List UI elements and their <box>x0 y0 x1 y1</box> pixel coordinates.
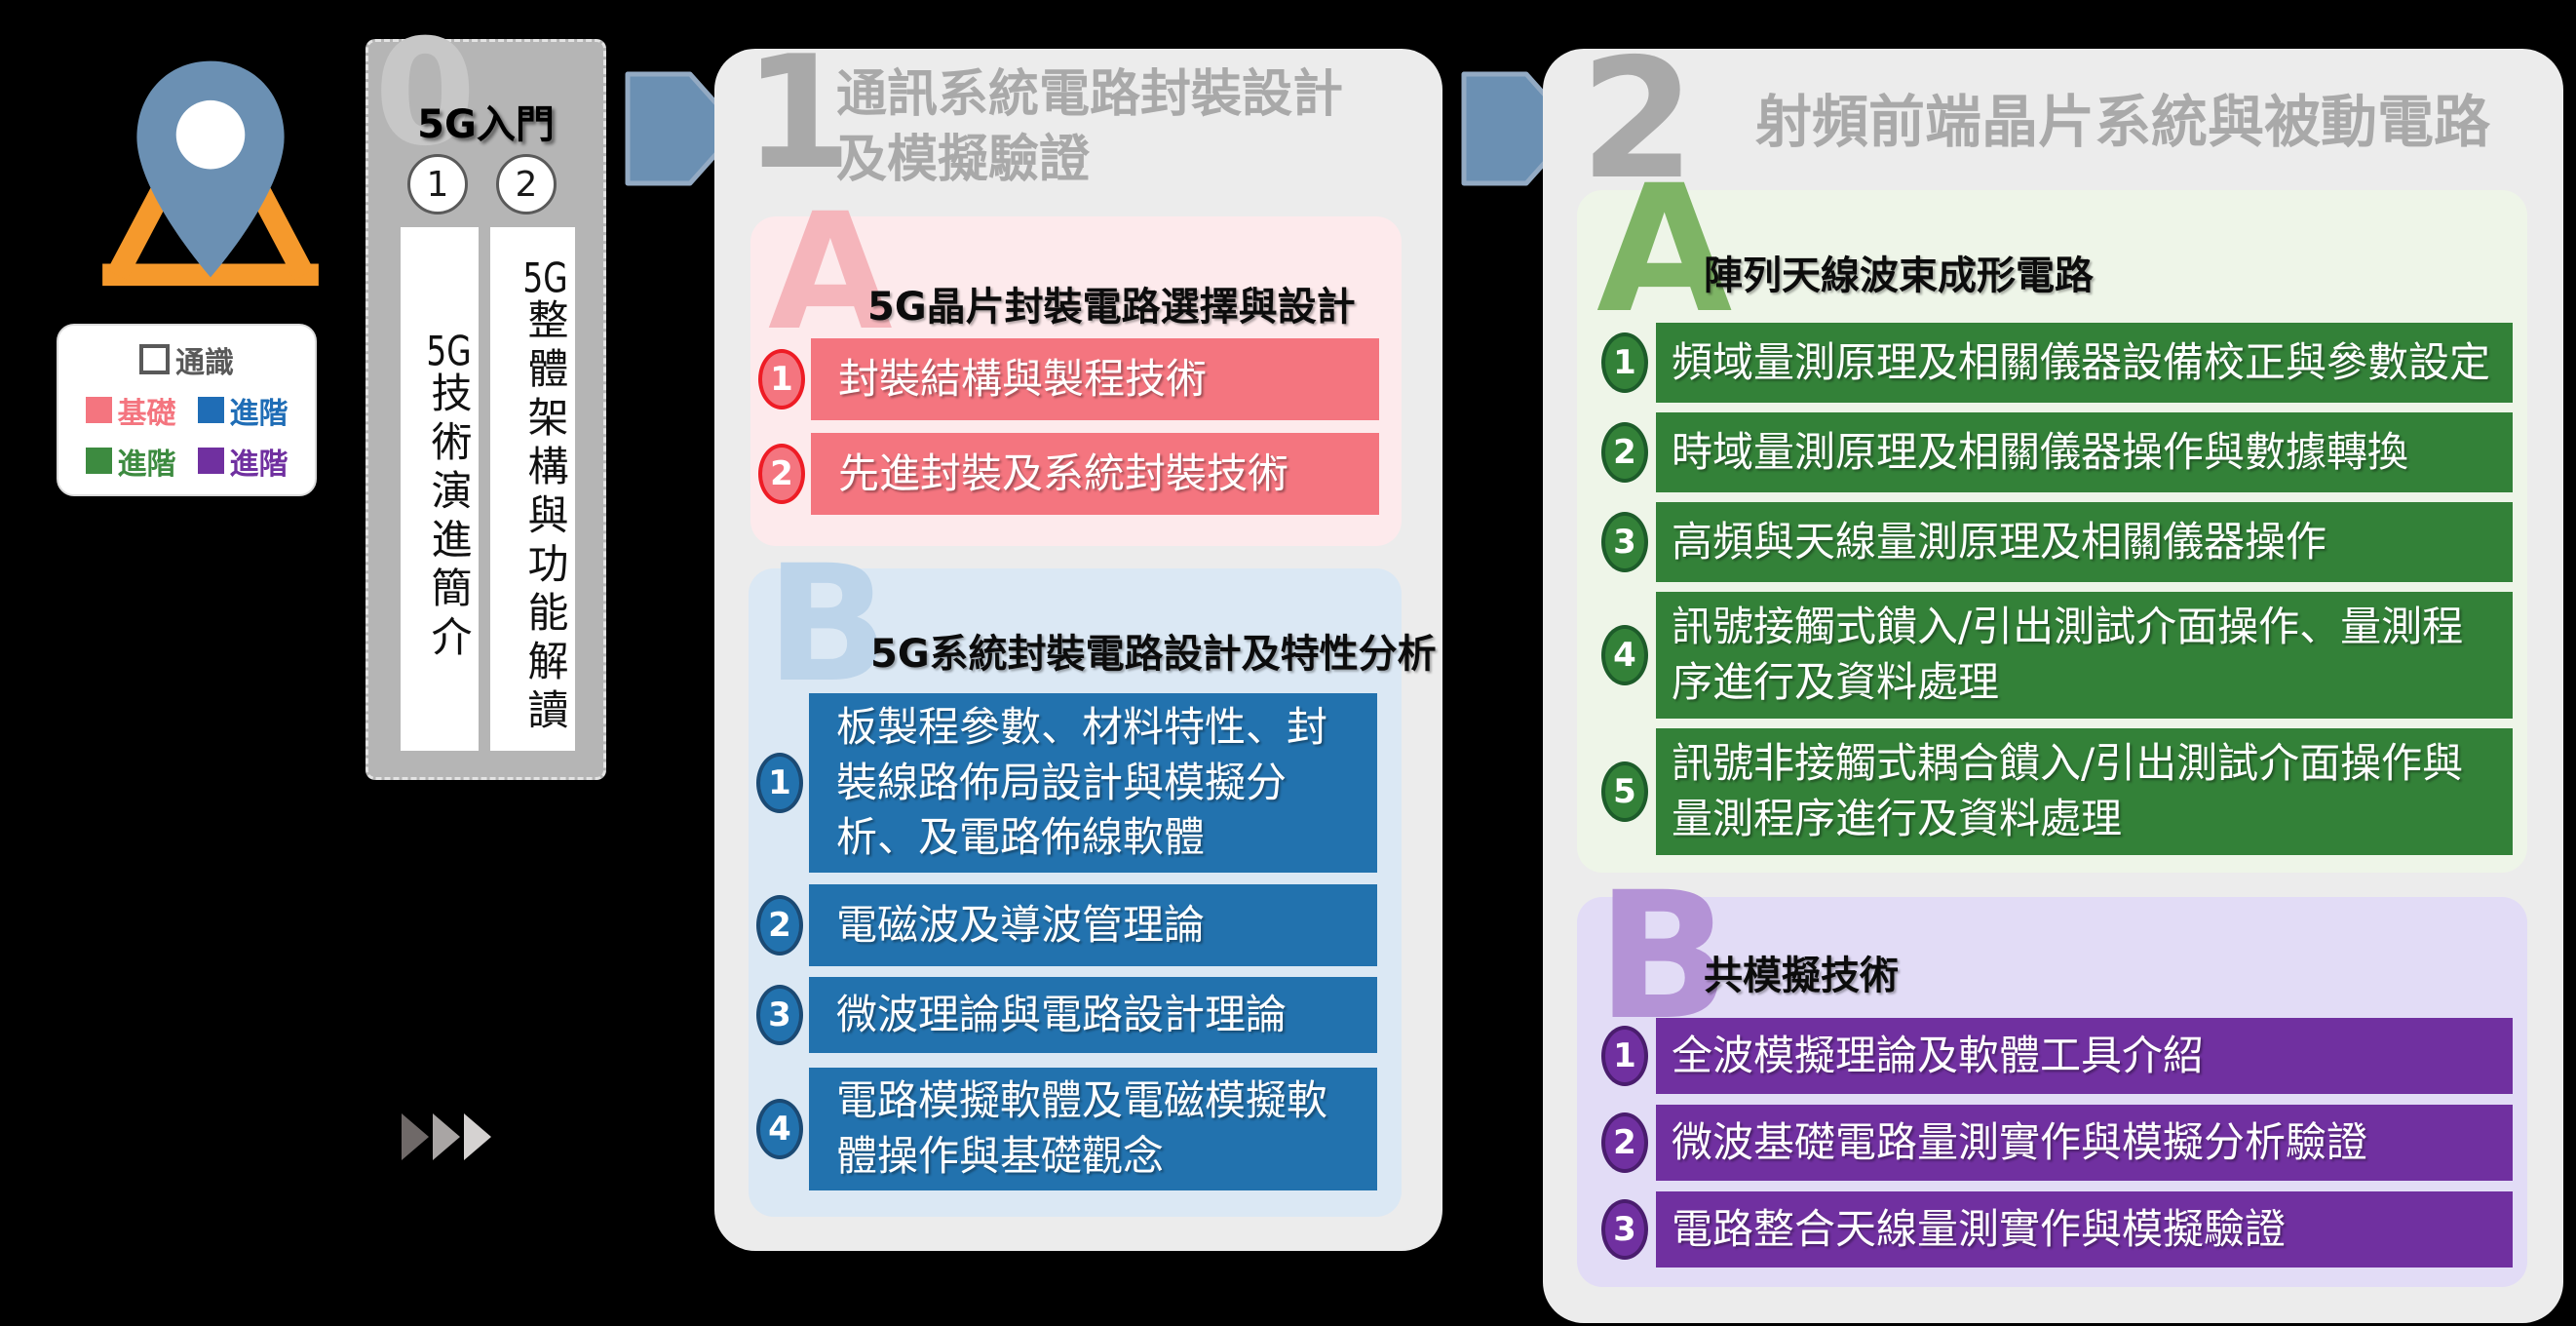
legend-label-foundation: 基礎 <box>117 396 176 431</box>
module-1-section-b-letter: B <box>766 530 889 718</box>
course-item: 1 全波模擬理論及軟體工具介紹 <box>1601 1018 2513 1094</box>
item-number-badge: 1 <box>1601 1026 1648 1086</box>
legend-swatch-advanced-green <box>85 448 112 474</box>
legend-label-general: 通識 <box>175 345 234 380</box>
module-1-section-a-letter: A <box>768 178 893 366</box>
triple-play-arrows-icon <box>402 1113 491 1160</box>
legend-label-advanced-purple: 進階 <box>229 447 288 482</box>
course-item: 4 電路模擬軟體及電磁模擬軟體操作與基礎觀念 <box>756 1068 1377 1190</box>
item-bar: 電路整合天線量測實作與模擬驗證 <box>1656 1191 2513 1268</box>
module-2-section-b: B 共模擬技術 1 全波模擬理論及軟體工具介紹 2 微波基礎電路量測實作與模擬分… <box>1577 870 2527 1287</box>
intro-watermark-number: 0 <box>374 9 477 178</box>
item-bar: 頻域量測原理及相關儀器設備校正與參數設定 <box>1656 323 2513 403</box>
course-item: 3 微波理論與電路設計理論 <box>756 977 1377 1053</box>
item-number-badge: 4 <box>1601 625 1648 685</box>
course-item: 2 先進封裝及系統封裝技術 <box>758 433 1379 515</box>
legend-row-general: 通識 <box>139 338 234 381</box>
legend: 通識 基礎 進階 進階 進階 <box>57 324 317 496</box>
item-bar: 先進封裝及系統封裝技術 <box>811 433 1379 515</box>
intro-course-2-text: 整體架構與功能解讀 <box>521 297 569 737</box>
item-number-badge: 4 <box>756 1099 803 1159</box>
item-bar: 訊號接觸式饋入/引出測試介面操作、量測程序進行及資料處理 <box>1656 592 2513 719</box>
item-number-badge: 1 <box>756 753 803 813</box>
item-number-badge: 3 <box>756 985 803 1045</box>
module-1-section-b: B 5G系統封裝電路設計及特性分析 1 板製程參數、材料特性、封裝線路佈局設計與… <box>749 544 1437 1217</box>
item-bar: 電路模擬軟體及電磁模擬軟體操作與基礎觀念 <box>809 1068 1377 1190</box>
intro-title: 5G入門 <box>417 102 555 147</box>
item-bar: 板製程參數、材料特性、封裝線路佈局設計與模擬分析、及電路佈線軟體 <box>809 693 1377 873</box>
intro-course-1-text: 技術演進簡介 <box>425 370 473 664</box>
location-pin-icon <box>102 60 319 287</box>
legend-swatch-general <box>139 344 170 374</box>
intro-course-1-title: 5G技術演進簡介 <box>401 227 479 751</box>
module-1-section-a: A 5G晶片封裝電路選擇與設計 1 封裝結構與製程技術 2 先進封裝及系統封裝技… <box>750 192 1402 546</box>
module-2-panel: 2 射頻前端晶片系統與被動電路 A 陣列天線波束成形電路 1 頻域量測原理及相關… <box>1543 37 2563 1323</box>
legend-row-2: 進階 進階 <box>85 440 288 483</box>
item-number-badge: 2 <box>1601 422 1648 483</box>
legend-swatch-foundation <box>85 397 112 423</box>
course-item: 1 板製程參數、材料特性、封裝線路佈局設計與模擬分析、及電路佈線軟體 <box>756 693 1377 873</box>
intro-course-2-number: 2 <box>496 154 557 214</box>
intro-course-2-title: 5G整體架構與功能解讀 <box>490 227 575 751</box>
course-item: 2 電磁波及導波管理論 <box>756 884 1377 966</box>
course-item: 1 頻域量測原理及相關儀器設備校正與參數設定 <box>1601 323 2513 403</box>
module-1-title: 通訊系統電路封裝設計及模擬驗證 <box>836 65 1344 189</box>
course-item: 2 微波基礎電路量測實作與模擬分析驗證 <box>1601 1105 2513 1181</box>
item-number-badge: 3 <box>1601 512 1648 572</box>
course-item: 5 訊號非接觸式耦合饋入/引出測試介面操作與量測程序進行及資料處理 <box>1601 728 2513 855</box>
item-number-badge: 3 <box>1601 1199 1648 1260</box>
item-bar: 微波理論與電路設計理論 <box>809 977 1377 1053</box>
item-number-badge: 1 <box>758 349 805 410</box>
module-2-section-a-letter: A <box>1596 148 1733 352</box>
intro-course-1-number: 1 <box>407 154 468 214</box>
module-2-title: 射頻前端晶片系統與被動電路 <box>1755 89 2491 155</box>
course-item: 3 電路整合天線量測實作與模擬驗證 <box>1601 1191 2513 1268</box>
module-2-section-b-title: 共模擬技術 <box>1704 954 1899 998</box>
module-2-section-b-letter: B <box>1596 855 1731 1059</box>
legend-swatch-advanced-blue <box>197 397 224 423</box>
module-1-panel: 1 通訊系統電路封裝設計及模擬驗證 A 5G晶片封裝電路選擇與設計 1 封裝結構… <box>714 35 1442 1251</box>
course-item: 1 封裝結構與製程技術 <box>758 338 1379 420</box>
item-bar: 電磁波及導波管理論 <box>809 884 1377 966</box>
module-2-section-a-title: 陣列天線波束成形電路 <box>1704 254 2094 298</box>
course-item: 3 高頻與天線量測原理及相關儀器操作 <box>1601 502 2513 582</box>
module-2-number: 2 <box>1580 23 1696 216</box>
legend-row-1: 基礎 進階 <box>85 389 288 432</box>
legend-label-advanced-green: 進階 <box>117 447 176 482</box>
legend-label-advanced-blue: 進階 <box>229 396 288 431</box>
module-1-section-b-title: 5G系統封裝電路設計及特性分析 <box>870 632 1437 677</box>
legend-swatch-advanced-purple <box>197 448 224 474</box>
intro-panel: 0 5G入門 1 2 5G技術演進簡介 5G整體架構與功能解讀 <box>365 20 606 780</box>
item-bar: 訊號非接觸式耦合饋入/引出測試介面操作與量測程序進行及資料處理 <box>1656 728 2513 855</box>
intro-course-1-prefix: 5G <box>426 330 472 371</box>
intro-course-2-prefix: 5G <box>522 256 568 298</box>
item-bar: 封裝結構與製程技術 <box>811 338 1379 420</box>
item-bar: 高頻與天線量測原理及相關儀器操作 <box>1656 502 2513 582</box>
item-bar: 微波基礎電路量測實作與模擬分析驗證 <box>1656 1105 2513 1181</box>
module-2-section-a: A 陣列天線波束成形電路 1 頻域量測原理及相關儀器設備校正與參數設定 2 時域… <box>1577 163 2527 873</box>
item-number-badge: 2 <box>756 895 803 956</box>
module-1-section-a-title: 5G晶片封裝電路選擇與設計 <box>867 285 1356 330</box>
course-item: 4 訊號接觸式饋入/引出測試介面操作、量測程序進行及資料處理 <box>1601 592 2513 719</box>
course-item: 2 時域量測原理及相關儀器操作與數據轉換 <box>1601 412 2513 492</box>
item-bar: 全波模擬理論及軟體工具介紹 <box>1656 1018 2513 1094</box>
item-number-badge: 2 <box>758 444 805 504</box>
item-bar: 時域量測原理及相關儀器操作與數據轉換 <box>1656 412 2513 492</box>
item-number-badge: 2 <box>1601 1112 1648 1173</box>
item-number-badge: 5 <box>1601 761 1648 822</box>
item-number-badge: 1 <box>1601 332 1648 393</box>
module-1-number: 1 <box>744 21 853 204</box>
